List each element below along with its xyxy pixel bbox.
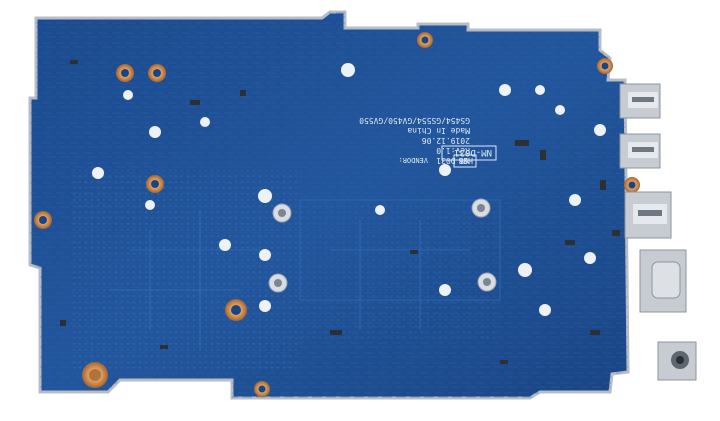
silk-board-id: NM-D031 — [454, 147, 492, 157]
silk-model-list: GS454/GS554/GV450/GV550 — [359, 116, 470, 125]
cpu-outline — [299, 199, 501, 301]
standoff-pads — [268, 198, 497, 293]
silk-made-in: Made In China — [407, 126, 470, 135]
usb-port-1 — [619, 83, 661, 119]
silk-vendor-label: VENDOR: — [398, 156, 428, 164]
bga-region-center — [300, 200, 500, 340]
silk-revision: Rev:1.0 — [436, 146, 470, 155]
audio-jack — [657, 341, 697, 381]
silk-date: 2019.12.06 — [422, 136, 470, 145]
bga-region-left — [70, 170, 300, 370]
silk-vendor-name: HSB — [458, 156, 473, 165]
silk-board-id-box: NM-D031 — [441, 145, 497, 161]
usb-c-port — [639, 249, 687, 313]
hdmi-port — [624, 191, 672, 239]
white-pads — [92, 63, 606, 316]
silk-vendor: VENDOR: HSB — [398, 154, 477, 168]
smd-components — [60, 60, 620, 364]
copper-mount-holes — [34, 32, 640, 397]
usb-port-2 — [619, 133, 661, 169]
